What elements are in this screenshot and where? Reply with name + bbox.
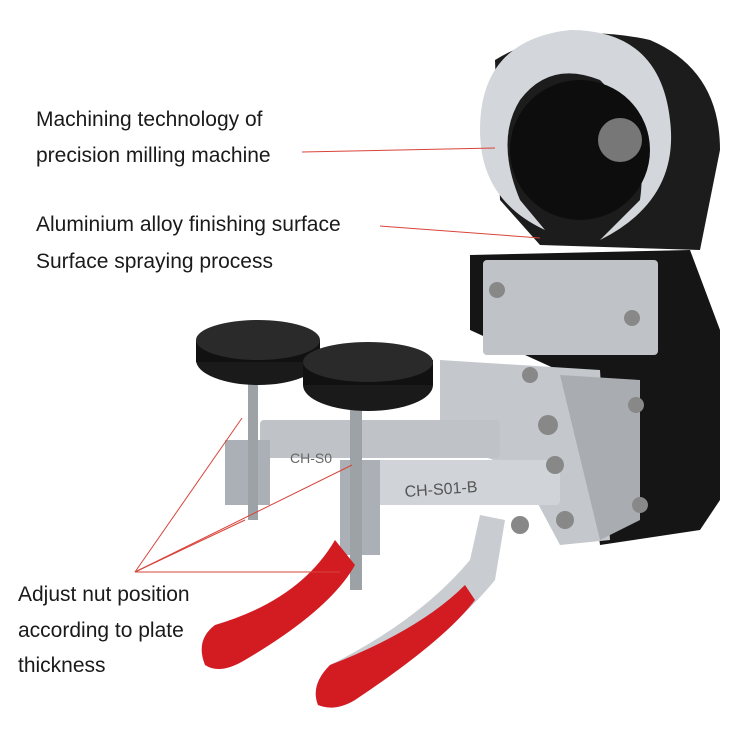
clamp-back-marking: CH-S0 (290, 450, 332, 466)
annotation-surface-line2: Surface spraying process (36, 250, 273, 273)
annotation-nut-line1: Adjust nut position (18, 583, 190, 606)
annotation-milling-line1: Machining technology of (36, 108, 263, 131)
clamp-pads (196, 320, 433, 411)
leader-lines (134, 147, 541, 573)
mounting-plate (483, 260, 658, 355)
leader-line-surface (379, 225, 541, 239)
leader-line-nut-1 (134, 417, 243, 573)
ring-opening (510, 80, 650, 220)
annotation-nut-line2: according to plate (18, 619, 184, 642)
annotation-milling-line2: precision milling machine (36, 144, 271, 167)
leader-line-milling (301, 147, 496, 153)
clamp-front-marking: CH-S01-B (404, 479, 478, 501)
leader-line-nut-3 (134, 519, 246, 573)
toggle-clamps: CH-S0 CH-S01-B (225, 360, 648, 590)
leader-line-nut-2 (134, 464, 353, 573)
annotation-nut-line3: thickness (18, 654, 106, 677)
annotation-surface-line1: Aluminium alloy finishing surface (36, 213, 341, 236)
